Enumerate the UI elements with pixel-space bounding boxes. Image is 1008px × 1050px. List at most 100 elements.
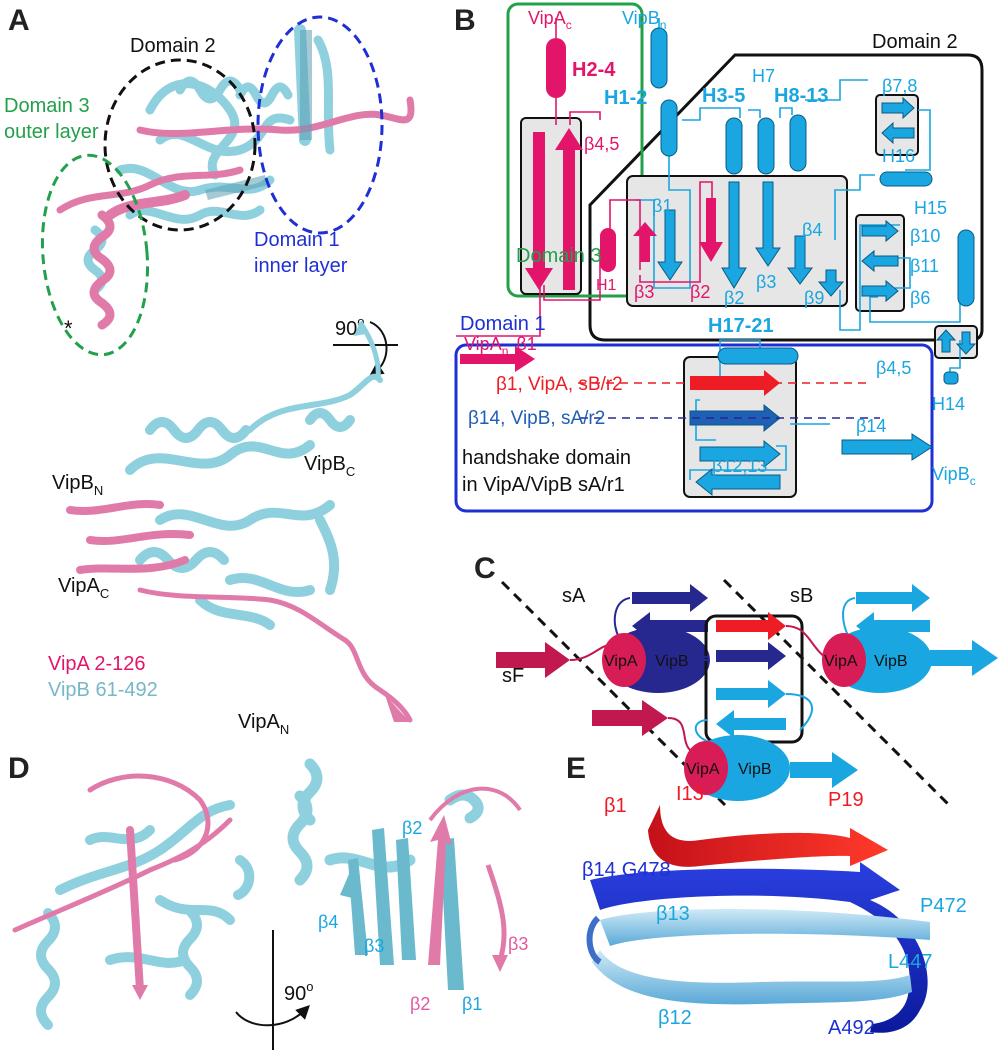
strand-beta1-b [657,209,683,281]
c-vipa-label-2: VipA [824,653,858,670]
b-domain3-label: Domain 3 [516,245,602,267]
domain2-box [588,53,984,342]
helix-h15 [957,229,975,307]
sheet-beta45 [934,325,978,359]
a-vipac-label: VipAC [58,575,109,601]
e-beta13-label: β13 [656,903,690,925]
helix-h14 [943,371,959,385]
strand-beta9 [817,269,845,297]
structure-e [586,805,930,1033]
strand-beta12 [699,439,781,469]
strand-beta4-b [787,235,813,285]
label-h14: H14 [932,394,965,414]
vipb-elements [650,27,977,497]
label-h1-2: H1-2 [604,87,647,109]
domain1-box [454,343,934,513]
strand-beta13 [600,908,930,946]
legend-vipb: VipB 61-492 [48,679,158,701]
rotation-90-vertical-icon: 90o [235,930,313,1050]
strand-beta12 [592,950,912,1005]
helix-h16 [879,171,933,187]
label-beta78: β7,8 [882,76,917,96]
strand-beta4-5-up [935,329,957,353]
vipb-exit-arrow-bottom [790,752,858,788]
label-h3-5: H3-5 [702,85,745,107]
domain2-ellipse [103,58,257,232]
label-h15: H15 [914,198,947,218]
d-beta3-label: β3 [364,936,384,956]
a-domain3-label-1: Domain 3 [4,95,90,117]
helix-h3-5 [725,117,743,175]
vipa-subunit-sa [602,633,646,687]
handshake-label-1: handshake domain [462,447,631,469]
strand-beta6 [861,279,899,303]
vipb-strand-1b [632,612,708,640]
vipb-exit-arrow-sb [930,640,998,676]
d-beta1-label: β1 [462,994,482,1014]
label-h8-13: H8-13 [774,85,828,107]
domain1-ellipse [256,15,384,235]
label-beta1213: β12,13 [712,456,767,476]
structure-top [56,24,415,330]
helix-h1-2b [660,99,678,157]
helix-h8-13a [757,117,775,175]
domain3-box [506,2,644,298]
panel-c-letter: C [474,552,496,585]
structure-d-right [287,758,522,990]
asterisk-mark: * [64,316,73,341]
label-strand-red: β1, VipA, sB/r2 [496,374,623,395]
legend-vipa: VipA 2-126 [48,653,146,675]
helix-h1-2a [650,27,668,89]
strand-beta14-blue [590,862,928,1033]
strand-beta2-a [699,198,723,262]
label-beta45-b: β4,5 [876,358,911,378]
label-beta14: β14 [856,416,886,436]
a-vipbn-label: VipBN [52,472,103,498]
rotation-90-icon: 90o [333,314,398,377]
panel-b: B [454,2,984,513]
a-domain2-label: Domain 2 [130,35,216,57]
label-h7: H7 [752,66,775,86]
c-vipb-label-3: VipB [738,761,772,778]
structure-d-left [12,773,255,1030]
vipa-subunit-bottom [684,741,728,795]
e-p472-label: P472 [920,895,967,917]
vipa-subunit-sb [822,633,866,687]
label-strand-blue: β14, VipB, sA/r2 [468,408,605,429]
d-beta3-pink-label: β3 [508,934,528,954]
label-beta2-a: β2 [690,282,710,302]
strand-beta4-5-down [955,331,977,355]
panel-a-letter: A [8,4,30,37]
e-beta1-label: β1 [604,795,627,817]
helix-h1 [600,228,616,272]
navy-strand-handshake [716,642,786,670]
helix-h8-13b [789,114,807,172]
vipa-strand-2 [592,700,668,736]
helix-h17-21 [717,347,799,365]
strand-beta7 [881,96,915,120]
label-sf: sF [502,665,524,687]
label-beta4: β4 [802,220,822,240]
strand-beta5-up [555,128,583,290]
domain3-ellipse [40,153,150,357]
strand-beta14-c [841,433,933,461]
label-h2-4: H2-4 [572,59,616,81]
panel-d-letter: D [8,752,30,785]
a-domain3-label-2: outer layer [4,121,99,143]
strand-beta10 [861,219,899,243]
helix-h2-4 [546,38,566,98]
vipb-strand-3b [856,612,930,640]
divider-sb [722,578,952,808]
panel-a: A [4,4,415,737]
strand-beta8 [881,121,915,145]
vipb-strand-1a [632,584,708,612]
e-i13-label: I13 [676,783,704,805]
c-vipa-label-3: VipA [686,761,720,778]
strand-beta13 [695,467,781,497]
e-p19-label: P19 [828,789,864,811]
strand-beta11 [861,249,899,273]
a-domain1-label-2: inner layer [254,255,348,277]
vipa-strand-1 [496,642,570,678]
